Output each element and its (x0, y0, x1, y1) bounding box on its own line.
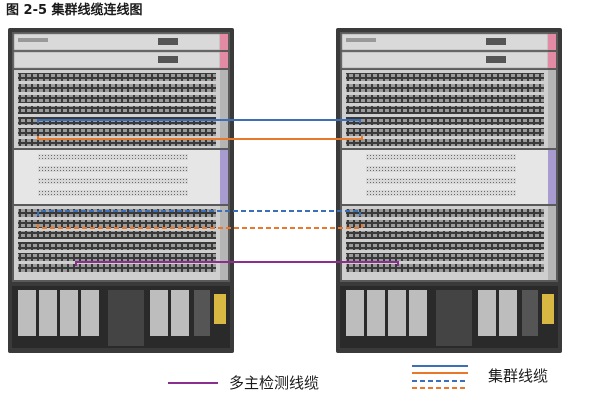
line-card-group-top (342, 70, 556, 148)
line-card-group-bottom (14, 206, 228, 280)
legend-swatch-cluster (412, 365, 468, 389)
line-card-group-top (14, 70, 228, 148)
mpu-card (13, 51, 228, 69)
chassis-left (8, 28, 234, 353)
legend-label-multi-master: 多主检测线缆 (229, 374, 320, 392)
cluster-cable-orange-dashed (37, 224, 363, 229)
legend-label-cluster: 集群线缆 (488, 367, 549, 385)
figure-title: 图 2-5 集群线缆连线图 (6, 3, 143, 18)
line-card-group-bottom (342, 206, 556, 280)
mpu-card (13, 33, 228, 51)
mpu-card (341, 51, 556, 69)
mpu-card (341, 33, 556, 51)
chassis-right (336, 28, 562, 353)
cluster-cable-blue-solid (37, 119, 361, 123)
multi-master-detection-cable (75, 261, 399, 266)
cluster-cable-blue-dashed (37, 210, 361, 216)
sfu-card-group (342, 150, 556, 204)
sfu-card-group (14, 150, 228, 204)
power-supply-section (12, 286, 230, 348)
power-supply-section (340, 286, 558, 348)
cluster-cable-orange-solid (37, 136, 363, 140)
